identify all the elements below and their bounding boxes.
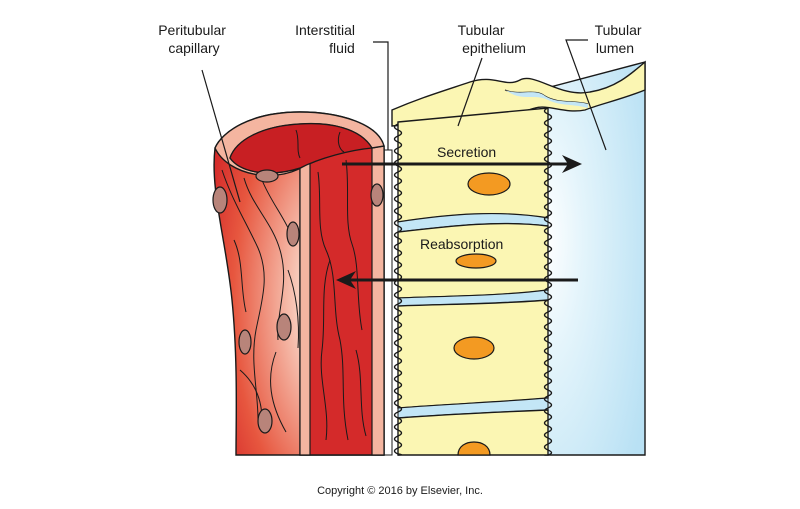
nucleus-1 [467,172,511,196]
tubular-epithelium-label-line2: epithelium [462,40,526,56]
reabsorption-label: Reabsorption [420,236,503,252]
inner-vessel-lines [295,129,367,441]
basal-membrane-folds [393,123,403,456]
interstitial-fluid-band [383,149,393,456]
epithelial-cell-4 [397,409,549,456]
leader-lines [201,39,607,203]
peritubular-capillary-label-line1: Peritubular [158,22,226,38]
nucleus-3 [453,336,495,360]
apical-brush-border [543,107,553,456]
interstitial-fluid-label: Interstitial fluid [295,22,359,56]
peritubular-capillary-label: Peritubular capillary [158,22,230,56]
tubular-epithelium-label: Tubular epithelium [458,22,526,56]
rbc-4 [276,313,292,341]
secretion-label: Secretion [437,144,496,160]
capillary-cut-face [299,160,311,456]
copyright-text: Copyright © 2016 by Elsevier, Inc. [317,485,483,497]
nucleus-4 [457,441,491,456]
peritubular-capillary-label-line2: capillary [168,40,219,56]
secretion-arrow [342,155,582,173]
interstitial-fluid-label-line1: Interstitial [295,22,355,38]
interstitial-fluid-label-line2: fluid [329,40,355,56]
rbc-2 [212,186,228,214]
tubular-lumen-label: Tubular lumen [595,22,646,56]
rbc-5 [238,329,252,355]
tubular-epithelium-label-line1: Tubular [458,22,505,38]
reabsorption-arrow [336,271,578,289]
tubular-lumen-label-line2: lumen [596,40,634,56]
rbc-6 [257,408,273,434]
rbc-1 [255,169,279,183]
rbc-7 [370,183,384,207]
tubular-lumen-label-line1: Tubular [595,22,642,38]
nucleus-2 [455,253,497,269]
rbc-3 [286,221,300,247]
